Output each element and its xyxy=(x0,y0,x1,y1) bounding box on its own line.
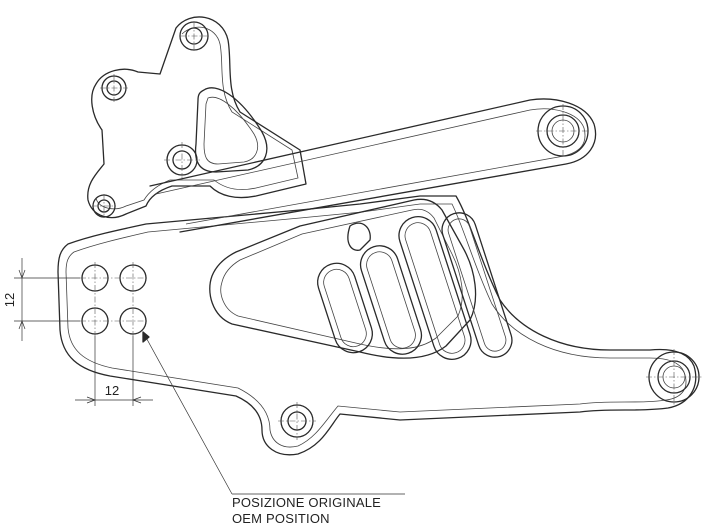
hole-mid-hanger xyxy=(164,142,200,178)
callout-line-2: OEM POSITION xyxy=(232,511,330,526)
oem-position-leader xyxy=(142,331,405,495)
hole-top-hanger xyxy=(179,21,209,51)
callout-line-1: POSIZIONE ORIGINALE xyxy=(232,495,381,510)
diagonal-strut xyxy=(149,98,597,233)
horizontal-dimension: 12 xyxy=(75,336,153,406)
bores xyxy=(80,21,702,440)
main-plate xyxy=(57,195,697,456)
hole-bottom-boss xyxy=(278,402,316,440)
inner-window xyxy=(209,198,477,359)
hole-right-pivot xyxy=(646,349,702,405)
vertical-dimension-label: 12 xyxy=(2,293,17,307)
hole-left-upper xyxy=(100,74,128,102)
lightening-slots xyxy=(317,212,513,360)
vertical-dimension: 12 xyxy=(2,258,80,341)
horizontal-dimension-label: 12 xyxy=(105,383,119,398)
hole-left-lower xyxy=(92,194,116,218)
hole-top-right-pivot xyxy=(536,104,590,158)
upper-hanger xyxy=(87,16,307,219)
footpeg-position-grid xyxy=(80,262,148,336)
